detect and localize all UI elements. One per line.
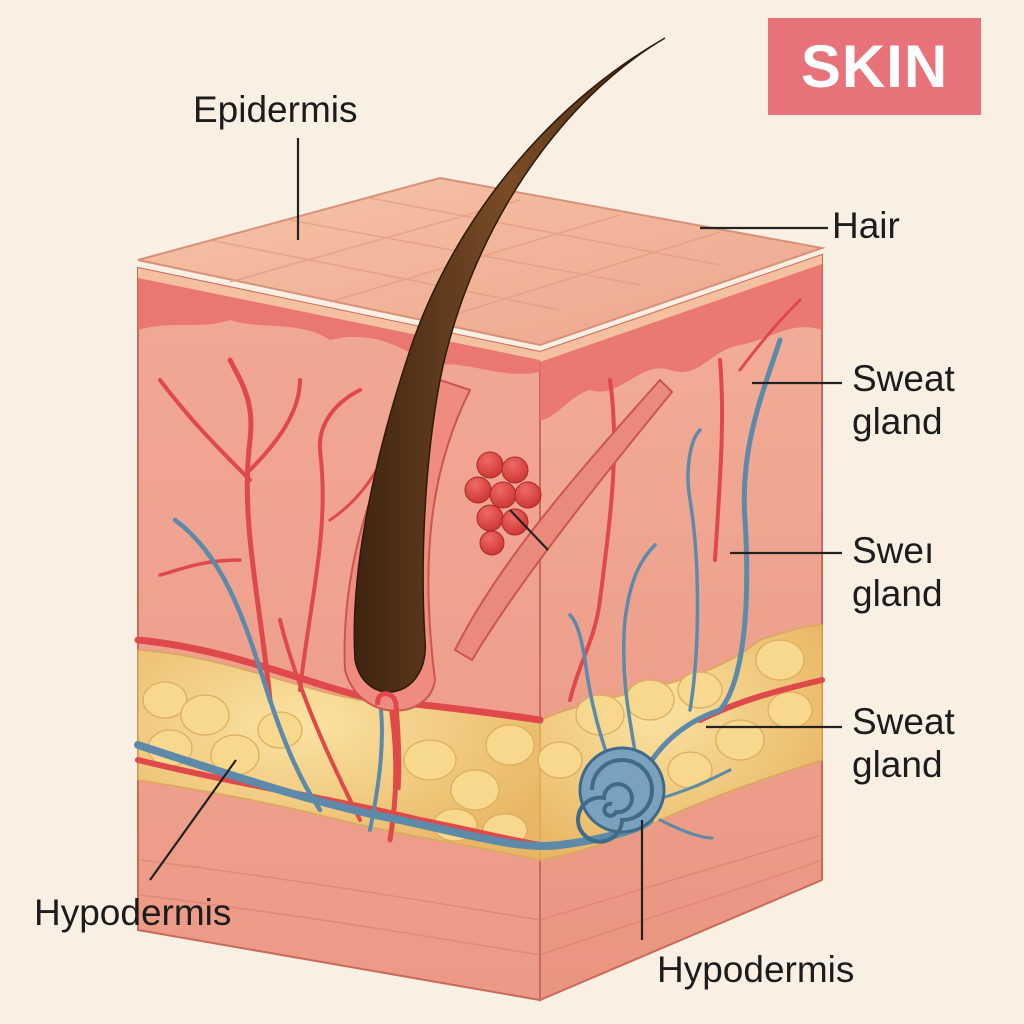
title-badge: SKIN — [768, 18, 981, 115]
arrector-pili-muscle — [453, 378, 674, 662]
title-text: SKIN — [800, 33, 949, 100]
leader-sebaceous — [509, 509, 549, 551]
leader-lines — [149, 138, 842, 940]
hair — [343, 37, 666, 791]
skin-block — [137, 176, 826, 1002]
label-sweat-gland-1-line1: Sweat — [852, 358, 955, 399]
veins — [134, 337, 783, 850]
label-hypodermis-bottom: Hypodermis — [657, 949, 855, 990]
sebaceous-gland — [464, 451, 542, 556]
label-sweat-gland-2-line1: Sweı — [852, 530, 935, 571]
label-sweat-gland-2: Sweı gland — [852, 529, 943, 615]
label-hair: Hair — [832, 205, 900, 246]
top-face — [137, 176, 826, 347]
hair-shaft — [353, 37, 666, 693]
label-sweat-gland-3: Sweat gland — [852, 700, 955, 786]
label-hypodermis-left: Hypodermis — [34, 892, 232, 933]
hair-papilla — [375, 691, 402, 791]
label-sweat-gland-2-line2: gland — [852, 573, 943, 614]
label-sweat-gland-3-line1: Sweat — [852, 701, 955, 742]
label-sweat-gland-1-line2: gland — [852, 401, 943, 442]
sweat-gland-coil — [576, 746, 666, 844]
label-sweat-gland-1: Sweat gland — [852, 357, 955, 443]
leader-hypodermis-left — [149, 759, 237, 881]
arteries — [134, 298, 825, 848]
label-epidermis: Epidermis — [193, 89, 358, 130]
label-sweat-gland-3-line2: gland — [852, 744, 943, 785]
